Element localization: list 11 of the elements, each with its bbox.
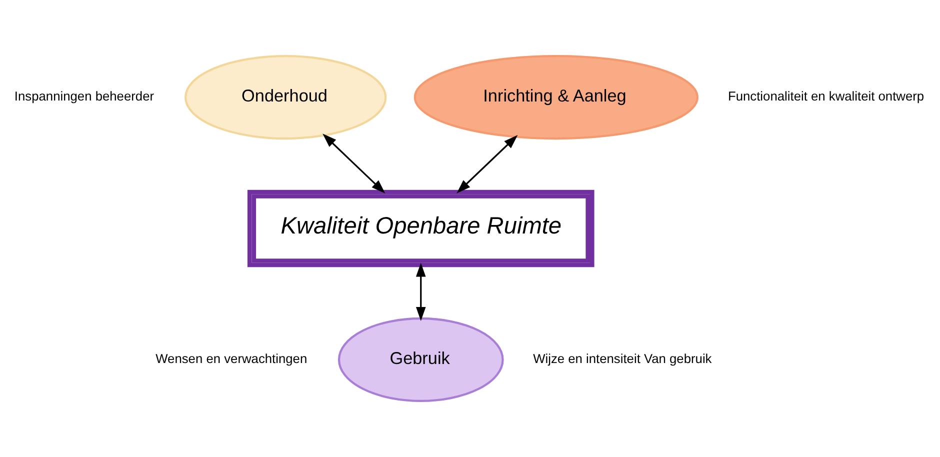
node-label: Functionaliteit en kwaliteit ontwerp [728,88,924,104]
node-ellipse: Inrichting & Aanleg [414,55,698,140]
node-box: Kwaliteit Openbare Ruimte [247,190,594,268]
node-ellipse: Gebruik [338,317,504,402]
node-label: Wijze en intensiteit Van gebruik [533,351,712,366]
node-label: Inspanningen beheerder [14,88,154,104]
node-ellipse: Onderhoud [184,55,387,140]
arrow [416,262,426,322]
arrow [322,134,386,194]
node-label: Wensen en verwachtingen [156,351,308,366]
arrow [456,135,518,194]
